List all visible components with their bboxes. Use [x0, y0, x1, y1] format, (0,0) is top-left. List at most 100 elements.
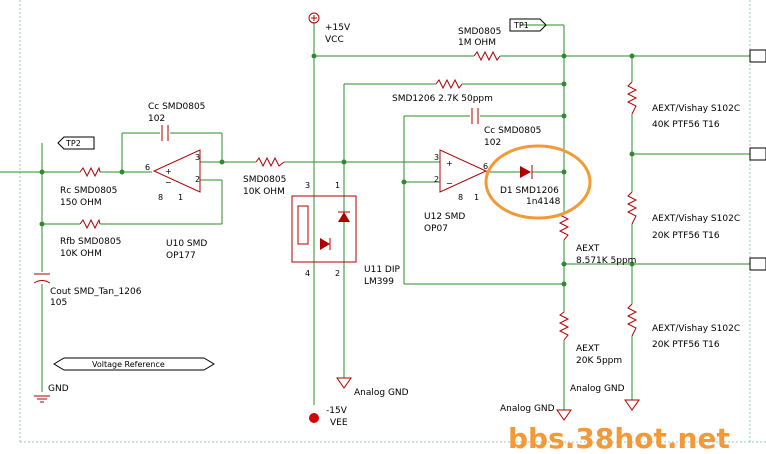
- svg-text:−: −: [165, 178, 172, 187]
- resistor-rc: [79, 166, 101, 178]
- resistor-1m: [473, 50, 501, 62]
- vishay1-val: 40K PTF56 T16: [652, 120, 720, 130]
- vishay3-name: AEXT/Vishay S102C: [652, 324, 740, 334]
- opamp-u10: + − 6 3 2 8 1: [145, 149, 201, 202]
- vee-name: VEE: [330, 418, 348, 428]
- vcc-value: +15V: [325, 23, 351, 33]
- u11-pin-2: 2: [335, 269, 340, 278]
- svg-text:+: +: [165, 167, 172, 176]
- u11-part: LM399: [364, 277, 394, 287]
- agnd3-icon: [624, 399, 640, 411]
- cout-name: Cout SMD_Tan_1206: [50, 287, 142, 297]
- rfb-pkg: Rfb SMD0805: [60, 237, 121, 247]
- r10k-val: 10K OHM: [243, 187, 285, 197]
- cout-val: 105: [50, 298, 67, 308]
- r-top-val: 1M OHM: [458, 38, 496, 48]
- sheet-frame: [19, 0, 766, 443]
- r10k-pkg: SMD0805: [243, 175, 286, 185]
- vcc-name: VCC: [325, 35, 344, 45]
- highlight-circle: [484, 144, 592, 220]
- svg-text:TP2: TP2: [65, 139, 81, 148]
- agnd1-icon: [336, 377, 352, 389]
- u12-name: U12 SMD: [424, 212, 465, 222]
- vishay3-val: 20K PTF56 T16: [652, 340, 720, 350]
- cc-mid-val: 102: [484, 138, 501, 148]
- opamp-u12: + − 3 2 6 8 1: [434, 149, 488, 202]
- u12-pin-2: 2: [434, 175, 439, 184]
- gnd-left-icon: [34, 395, 50, 403]
- u11-pin-3: 3: [305, 181, 310, 190]
- aext2-name: AEXT: [576, 344, 600, 354]
- vishay1-name: AEXT/Vishay S102C: [652, 104, 740, 114]
- r-top-pkg: SMD0805: [458, 27, 501, 37]
- vishay2-name: AEXT/Vishay S102C: [652, 214, 740, 224]
- cc-left-val: 102: [148, 114, 165, 124]
- resistor-vishay3: [626, 303, 638, 337]
- agnd1-label: Analog GND: [354, 388, 409, 398]
- capacitor-cc-left: [161, 125, 169, 141]
- u10-name: U10 SMD: [166, 239, 207, 249]
- resistor-rfb: [79, 218, 101, 230]
- u10-pin-1: 1: [178, 193, 183, 202]
- cc-left-pkg: Cc SMD0805: [148, 102, 205, 112]
- u10-pin-8: 8: [158, 193, 163, 202]
- agnd2-icon: [556, 409, 572, 421]
- rc-pkg: Rc SMD0805: [60, 186, 117, 196]
- svg-text:TP1: TP1: [513, 21, 529, 30]
- capacitor-cout: [33, 273, 51, 284]
- diode-d1: [520, 165, 533, 179]
- testpoint-tp1: TP1: [509, 18, 547, 32]
- resistor-vishay2: [626, 191, 638, 225]
- rc-val: 150 OHM: [60, 198, 102, 208]
- svg-text:Voltage Reference: Voltage Reference: [92, 360, 165, 369]
- capacitors: [33, 108, 479, 284]
- u11-name: U11 DIP: [364, 265, 400, 275]
- aext2-val: 20K 5ppm: [576, 356, 622, 366]
- testpoint-tp2: TP2: [57, 136, 95, 150]
- u12-part: OP07: [424, 224, 448, 234]
- aext1-val: 8.571K 5ppm: [576, 256, 636, 266]
- junction-dots: [39, 53, 635, 287]
- vishay2-val: 20K PTF56 T16: [652, 231, 720, 241]
- vee-symbol: [309, 413, 319, 423]
- u10-pin-2: 2: [195, 175, 200, 184]
- agnd3-label: Analog GND: [570, 384, 625, 394]
- watermark: bbs.38hot.net: [508, 422, 730, 454]
- cc-mid-pkg: Cc SMD0805: [484, 126, 541, 136]
- svg-text:−: −: [446, 179, 453, 188]
- ground-symbols: [34, 377, 640, 421]
- u11-pin-4: 4: [305, 269, 310, 278]
- u10-pin-3: 3: [195, 153, 200, 162]
- capacitor-cc-mid: [471, 108, 479, 124]
- u12-pin-3: 3: [434, 153, 439, 162]
- lm399-reference: 3 1 4 2: [291, 181, 357, 278]
- r-2k7-label: SMD1206 2.7K 50ppm: [392, 94, 493, 104]
- u11-pin-1: 1: [335, 181, 340, 190]
- d1-part: 1n4148: [526, 197, 561, 207]
- vcc-symbol: [308, 12, 320, 24]
- u12-pin-6: 6: [483, 162, 488, 171]
- svg-text:+: +: [446, 159, 453, 168]
- resistor-10k: [255, 156, 285, 168]
- u12-pin-1: 1: [474, 193, 479, 202]
- edge-connectors: [749, 49, 766, 271]
- u12-pin-8: 8: [458, 193, 463, 202]
- wires: [0, 22, 750, 410]
- aext1-name: AEXT: [576, 244, 600, 254]
- resistor-aext1: [558, 211, 570, 241]
- resistor-vishay1: [626, 81, 638, 115]
- gnd-left-label: GND: [48, 384, 69, 394]
- d1-name: D1 SMD1206: [500, 186, 559, 196]
- resistor-2k7: [435, 78, 463, 90]
- u10-pin-6: 6: [145, 163, 150, 172]
- voltage-reference-tag: Voltage Reference: [53, 357, 215, 371]
- vee-value: -15V: [326, 406, 348, 416]
- agnd2-label: Analog GND: [500, 404, 555, 414]
- u10-part: OP177: [166, 251, 196, 261]
- labels: +15V VCC -15V VEE SMD0805 1M OHM SMD1206…: [48, 23, 740, 428]
- rfb-val: 10K OHM: [60, 249, 102, 259]
- resistors: [79, 50, 638, 341]
- resistor-aext2: [558, 311, 570, 341]
